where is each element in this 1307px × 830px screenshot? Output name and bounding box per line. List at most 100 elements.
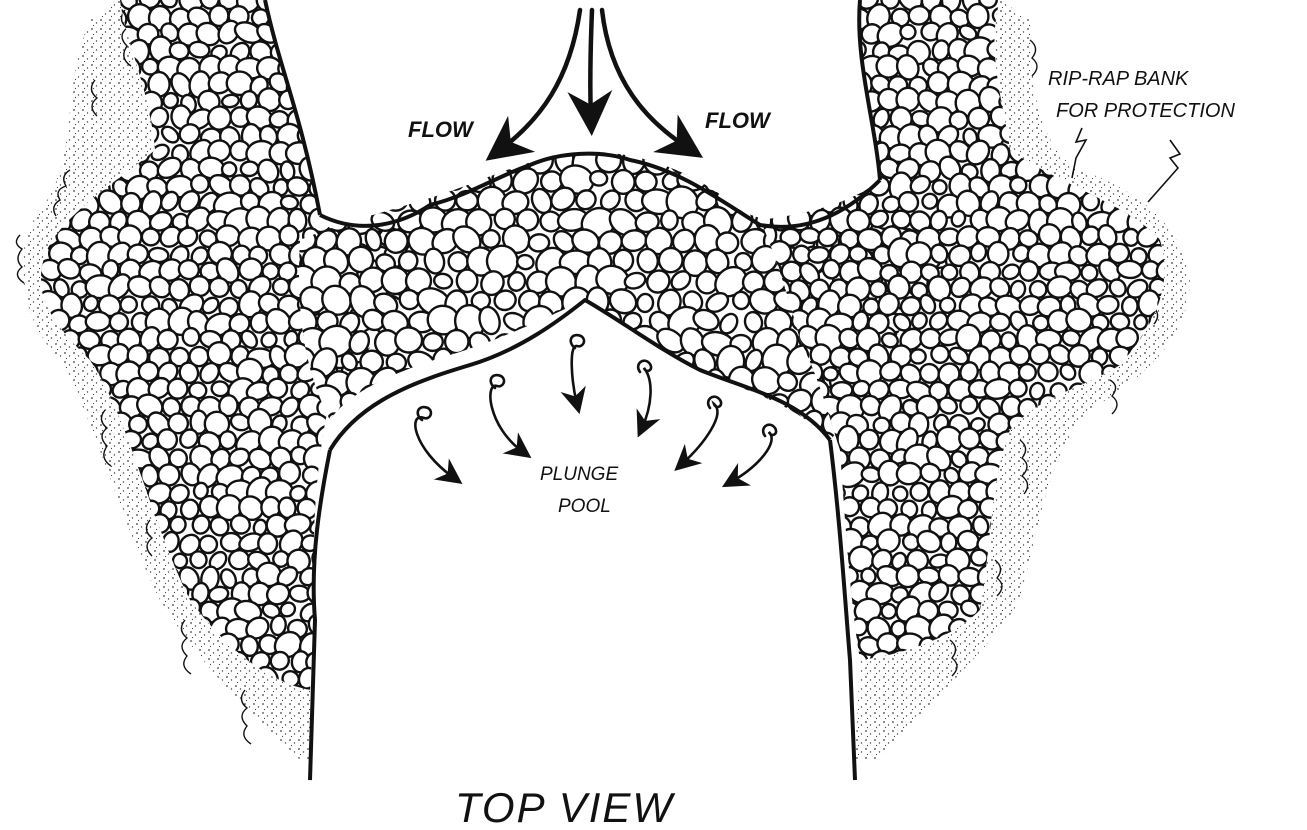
cobble-rock — [307, 105, 331, 130]
cobble-rock — [359, 0, 379, 8]
cobble-rock — [1106, 645, 1133, 675]
cobble-rock — [174, 665, 202, 690]
cobble-rock — [455, 148, 482, 175]
cobble-rock — [1167, 412, 1190, 438]
cobble-rock — [48, 380, 69, 404]
cobble-rock — [387, 413, 412, 438]
cobble-rock — [392, 18, 421, 47]
cobble-rock — [88, 547, 111, 568]
cobble-rock — [812, 6, 831, 25]
cobble-rock — [376, 459, 405, 488]
cobble-rock — [168, 682, 193, 707]
cobble-rock — [23, 676, 57, 711]
cobble-rock — [60, 563, 83, 588]
cobble-rock — [415, 664, 442, 694]
cobble-rock — [782, 613, 815, 644]
cobble-rock — [543, 421, 582, 460]
cobble-rock — [1066, 444, 1092, 468]
cobble-rock — [278, 20, 302, 45]
cobble-rock — [45, 69, 75, 98]
cobble-rock — [92, 649, 108, 670]
cobble-rock — [539, 371, 564, 393]
cobble-rock — [407, 148, 432, 173]
cobble-rock — [346, 3, 371, 28]
cobble-rock — [357, 188, 382, 216]
cobble-rock — [633, 373, 656, 392]
cobble-rock — [414, 463, 441, 487]
cobble-rock — [793, 626, 827, 660]
cobble-rock — [366, 579, 392, 605]
cobble-rock — [1147, 142, 1170, 166]
cobble-rock — [785, 544, 814, 573]
cobble-rock — [360, 428, 380, 454]
cobble-rock — [417, 531, 440, 551]
eddy-arrow-4 — [638, 361, 651, 428]
cobble-rock — [68, 681, 95, 708]
cobble-rock — [19, 123, 44, 147]
cobble-rock — [1038, 21, 1061, 45]
cobble-rock — [378, 89, 401, 116]
cobble-rock — [1073, 426, 1101, 454]
cobble-rock — [807, 110, 832, 130]
cobble-rock — [376, 663, 406, 691]
cobble-rock — [617, 386, 649, 419]
cobble-rock — [23, 409, 52, 438]
cobble-rock — [317, 0, 344, 11]
cobble-rock — [118, 633, 139, 657]
cobble-rock — [763, 34, 795, 66]
cobble-rock — [352, 481, 370, 500]
cobble-rock — [411, 688, 430, 706]
cobble-rock — [1127, 584, 1149, 607]
cobble-rock — [406, 38, 434, 66]
cobble-rock — [828, 41, 851, 63]
cobble-rock — [74, 562, 105, 592]
cobble-rock — [1018, 0, 1042, 14]
cobble-rock — [815, 596, 845, 627]
cobble-rock — [1064, 34, 1094, 63]
cobble-rock — [240, 161, 259, 177]
cobble-rock — [91, 685, 114, 709]
cobble-rock — [548, 346, 579, 378]
cobble-rock — [295, 54, 324, 81]
cobble-rock — [1036, 598, 1062, 624]
cobble-rock — [355, 20, 382, 47]
cobble-rock — [1126, 616, 1148, 642]
cobble-rock — [337, 630, 362, 655]
cobble-rock — [139, 631, 162, 656]
cobble-rock — [756, 190, 785, 218]
eddy-arrow-6 — [731, 425, 776, 482]
cobble-rock — [359, 599, 378, 619]
cobble-rock — [806, 138, 834, 166]
plunge-pool-label-line-2: POOL — [558, 496, 611, 517]
cobble-rock — [1058, 499, 1078, 521]
cobble-rock — [377, 633, 401, 657]
cobble-rock — [574, 307, 599, 332]
cobble-rock — [340, 19, 363, 46]
cobble-rock — [703, 165, 728, 194]
cobble-rock — [617, 424, 655, 462]
cobble-rock — [28, 580, 51, 606]
cobble-rock — [1166, 582, 1194, 606]
cobble-rock — [419, 430, 441, 450]
cobble-rock — [757, 561, 784, 587]
cobble-rock — [751, 176, 771, 196]
cobble-rock — [567, 425, 608, 465]
cobble-rock — [787, 175, 815, 201]
cobble-rock — [1056, 600, 1080, 623]
cobble-rock — [465, 405, 499, 437]
cobble-rock — [384, 71, 416, 100]
cobble-rock — [806, 647, 834, 675]
cobble-rock — [818, 633, 840, 655]
cobble-rock — [1130, 484, 1149, 501]
cobble-rock — [1169, 615, 1191, 639]
cobble-rock — [1044, 0, 1078, 32]
cobble-rock — [1046, 548, 1070, 572]
cobble-rock — [1068, 615, 1091, 639]
cobble-rock — [1078, 0, 1104, 11]
cobble-rock — [749, 514, 774, 538]
flow-label-right: FLOW — [705, 108, 772, 133]
cobble-rock — [1096, 531, 1122, 556]
cobble-rock — [14, 665, 48, 694]
cobble-rock — [24, 476, 54, 506]
cobble-rock — [444, 371, 468, 396]
